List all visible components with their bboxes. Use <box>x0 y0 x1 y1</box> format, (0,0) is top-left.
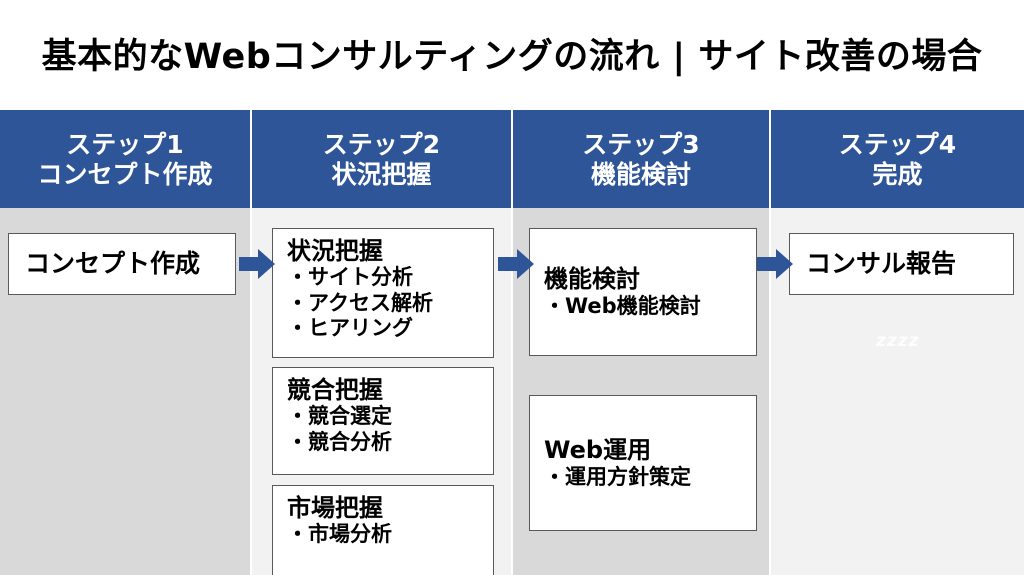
step1-label: ステップ1 <box>66 129 184 159</box>
box-bullet: ・競合分析 <box>287 429 392 454</box>
process-box-competitor-grasp[interactable]: 競合把握 ・競合選定 ・競合分析 <box>272 367 494 475</box>
step-header-band: ステップ1 コンセプト作成 ステップ2 状況把握 ステップ3 機能検討 ステップ… <box>0 110 1024 208</box>
box-bullet: ・Web機能検討 <box>544 293 701 318</box>
right-arrow-icon <box>498 249 534 279</box>
column-header-step2: ステップ2 状況把握 <box>252 110 511 208</box>
step3-label: ステップ3 <box>582 129 700 159</box>
right-arrow-icon <box>757 249 793 279</box>
box-bullet: ・ヒアリング <box>287 315 413 340</box>
box-bullet: ・市場分析 <box>287 522 392 547</box>
box-bullet: ・アクセス解析 <box>287 290 433 315</box>
box-title: 市場把握 <box>287 494 383 522</box>
process-box-market-grasp[interactable]: 市場把握 ・市場分析 <box>272 485 494 575</box>
step2-name: 状況把握 <box>331 159 432 189</box>
box-title: Web運用 <box>544 436 652 465</box>
step4-name: 完成 <box>872 159 923 189</box>
step4-label: ステップ4 <box>838 129 957 159</box>
box-title: コンセプト作成 <box>25 249 201 279</box>
column-header-step1: ステップ1 コンセプト作成 <box>0 110 250 208</box>
box-title: 状況把握 <box>287 237 383 265</box>
box-bullet: ・サイト分析 <box>287 265 413 290</box>
box-bullet: ・運用方針策定 <box>544 464 691 489</box>
step1-name: コンセプト作成 <box>37 159 213 189</box>
step3-name: 機能検討 <box>590 159 691 189</box>
box-title: コンサル報告 <box>806 249 957 279</box>
process-box-web-operation[interactable]: Web運用 ・運用方針策定 <box>529 395 757 531</box>
box-title: 競合把握 <box>287 376 383 404</box>
step2-label: ステップ2 <box>322 129 441 159</box>
box-bullet: ・競合選定 <box>287 404 392 429</box>
column-header-step3: ステップ3 機能検討 <box>513 110 769 208</box>
page-title: 基本的なWebコンサルティングの流れ | サイト改善の場合 <box>41 36 983 77</box>
process-box-status-grasp[interactable]: 状況把握 ・サイト分析 ・アクセス解析 ・ヒアリング <box>272 228 494 358</box>
right-arrow-icon <box>239 249 275 279</box>
process-box-consulting-report[interactable]: コンサル報告 <box>789 233 1014 295</box>
box-title: 機能検討 <box>544 265 640 294</box>
process-box-concept-creation[interactable]: コンセプト作成 <box>8 233 236 295</box>
watermark-text: zzzz <box>876 331 920 351</box>
process-box-function-study[interactable]: 機能検討 ・Web機能検討 <box>529 228 757 356</box>
column-header-step4: ステップ4 完成 <box>771 110 1024 208</box>
